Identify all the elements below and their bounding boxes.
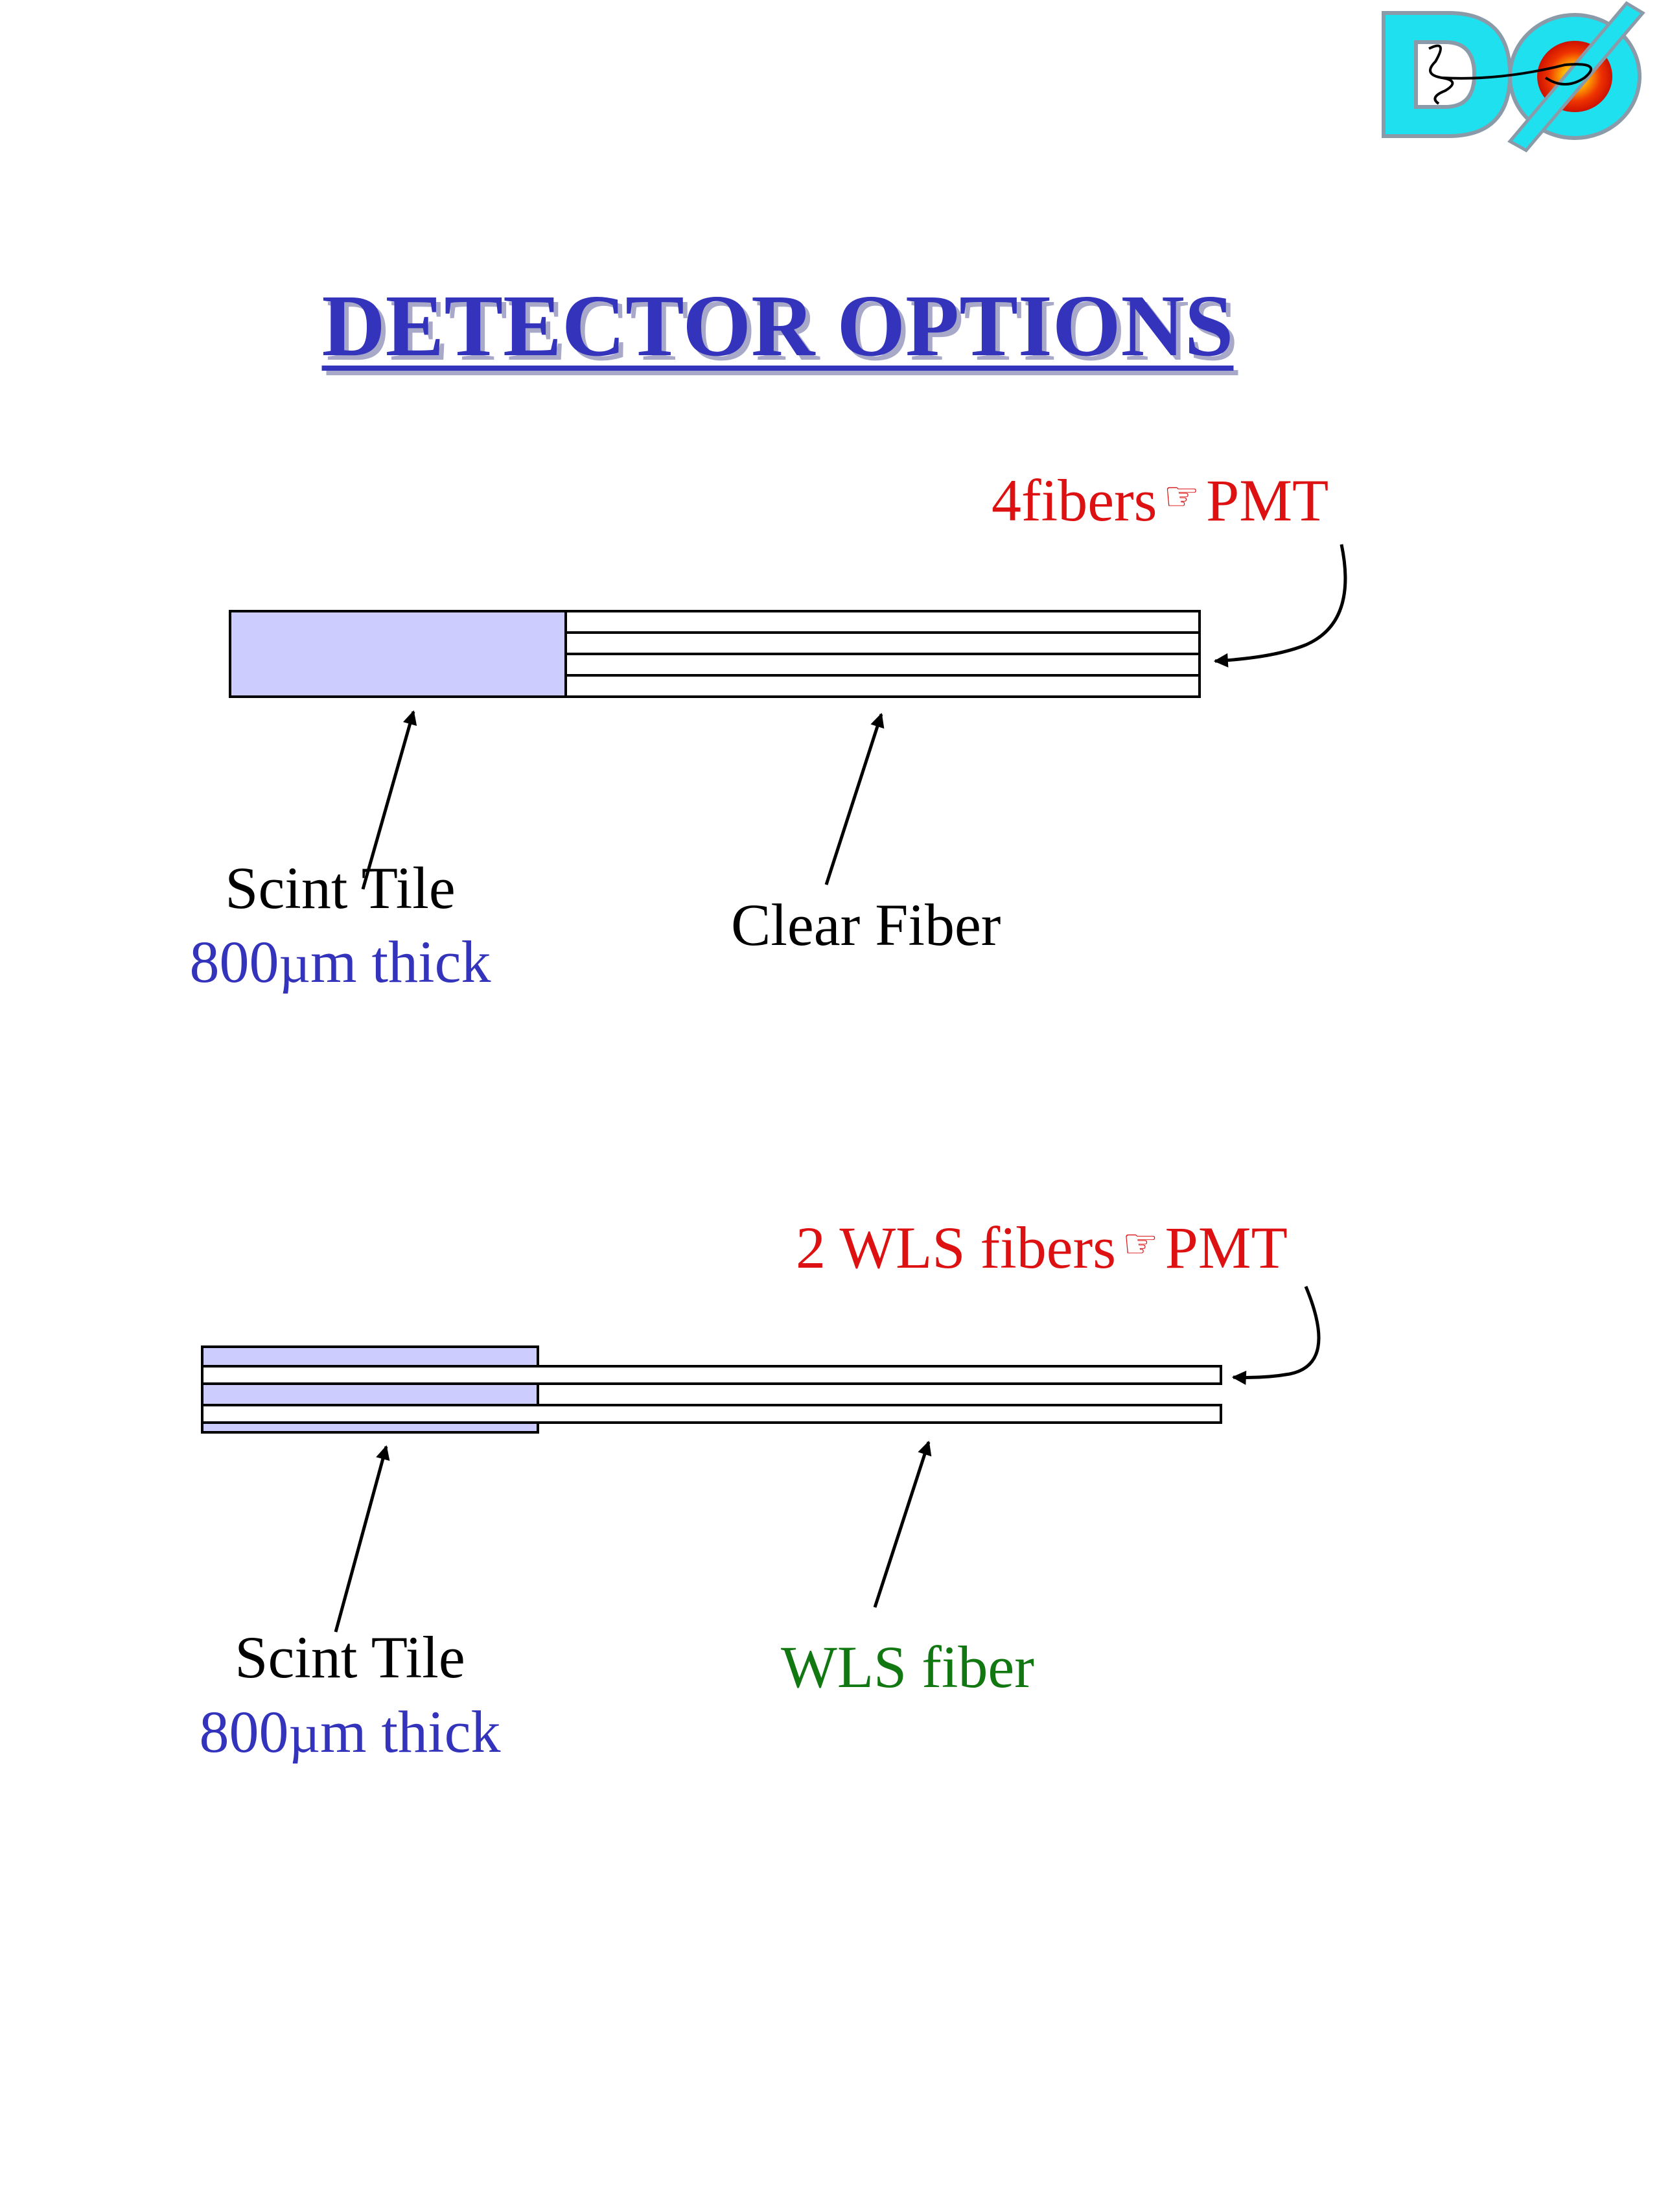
panel2-wls-fiber <box>201 1404 1222 1424</box>
panel1-scint-tile <box>229 610 567 698</box>
panel2-readout-label: 2 WLS fibers☞PMT <box>796 1214 1288 1283</box>
panel1-fiber-label: Clear Fiber <box>731 892 1001 958</box>
panel2-tile-label: Scint Tile <box>235 1624 465 1690</box>
panel2-thickness-rest: m thick <box>319 1699 501 1765</box>
do-logo-graphic <box>1382 1 1645 153</box>
panel1-pmt-arrow <box>1213 544 1347 668</box>
panel1-thickness-value: 800 <box>189 929 279 995</box>
panel2-detector <box>201 1345 1222 1434</box>
micro-symbol: µ <box>288 1704 320 1764</box>
panel2-tile-thickness: 800µm thick <box>156 1698 544 1767</box>
page-title: DETECTOR OPTIONS <box>321 277 1234 375</box>
panel1-thickness-rest: m thick <box>310 929 491 995</box>
panel1-readout-suffix: PMT <box>1206 467 1329 533</box>
panel1-detector <box>229 610 1201 698</box>
panel1-tile-thickness: 800µm thick <box>146 928 535 997</box>
panel1-tile-arrow <box>361 710 417 890</box>
pointing-hand-icon: ☞ <box>1122 1222 1159 1266</box>
micro-symbol: µ <box>279 934 310 994</box>
panel2-fiber-arrow <box>873 1440 932 1608</box>
panel1-readout-label: 4fibers☞PMT <box>992 467 1328 535</box>
panel2-fiber-label: WLS fiber <box>781 1634 1034 1700</box>
panel2-thickness-value: 800 <box>199 1699 289 1765</box>
panel1-readout-prefix: 4fibers <box>992 467 1157 533</box>
panel2-wls-fiber <box>201 1365 1222 1385</box>
do-logo <box>1371 0 1659 156</box>
panel2-readout-prefix: 2 WLS fibers <box>796 1215 1117 1281</box>
panel1-tile-label: Scint Tile <box>225 855 456 921</box>
pointing-hand-icon: ☞ <box>1163 475 1200 519</box>
panel2-tile-arrow <box>334 1445 390 1633</box>
panel2-readout-suffix: PMT <box>1165 1215 1288 1281</box>
panel2-pmt-arrow <box>1231 1286 1321 1385</box>
panel1-fiber-arrow <box>824 712 885 885</box>
